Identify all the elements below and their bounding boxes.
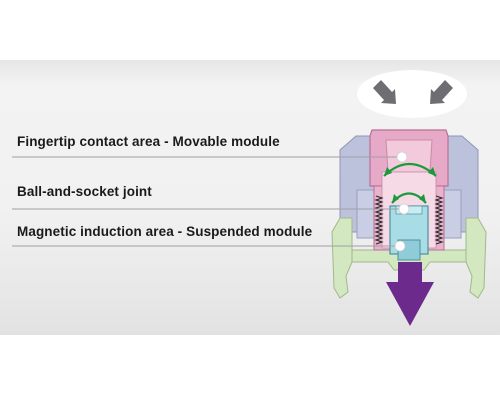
- green-curved-arrows-icon: [383, 163, 437, 204]
- purple-down-arrow-icon: [386, 262, 434, 326]
- spring-left: [374, 195, 384, 245]
- glow: [357, 70, 467, 118]
- leader-dots: [394, 151, 410, 252]
- diagonal-down-arrows-icon: [373, 80, 453, 104]
- label-ball-socket-joint: Ball-and-socket joint: [17, 184, 152, 199]
- leader-lines: [12, 156, 402, 247]
- label-suspended-module: Magnetic induction area - Suspended modu…: [17, 224, 313, 239]
- spring-right: [434, 195, 444, 245]
- label-movable-module: Fingertip contact area - Movable module: [17, 134, 280, 149]
- suspended-module: [389, 205, 429, 261]
